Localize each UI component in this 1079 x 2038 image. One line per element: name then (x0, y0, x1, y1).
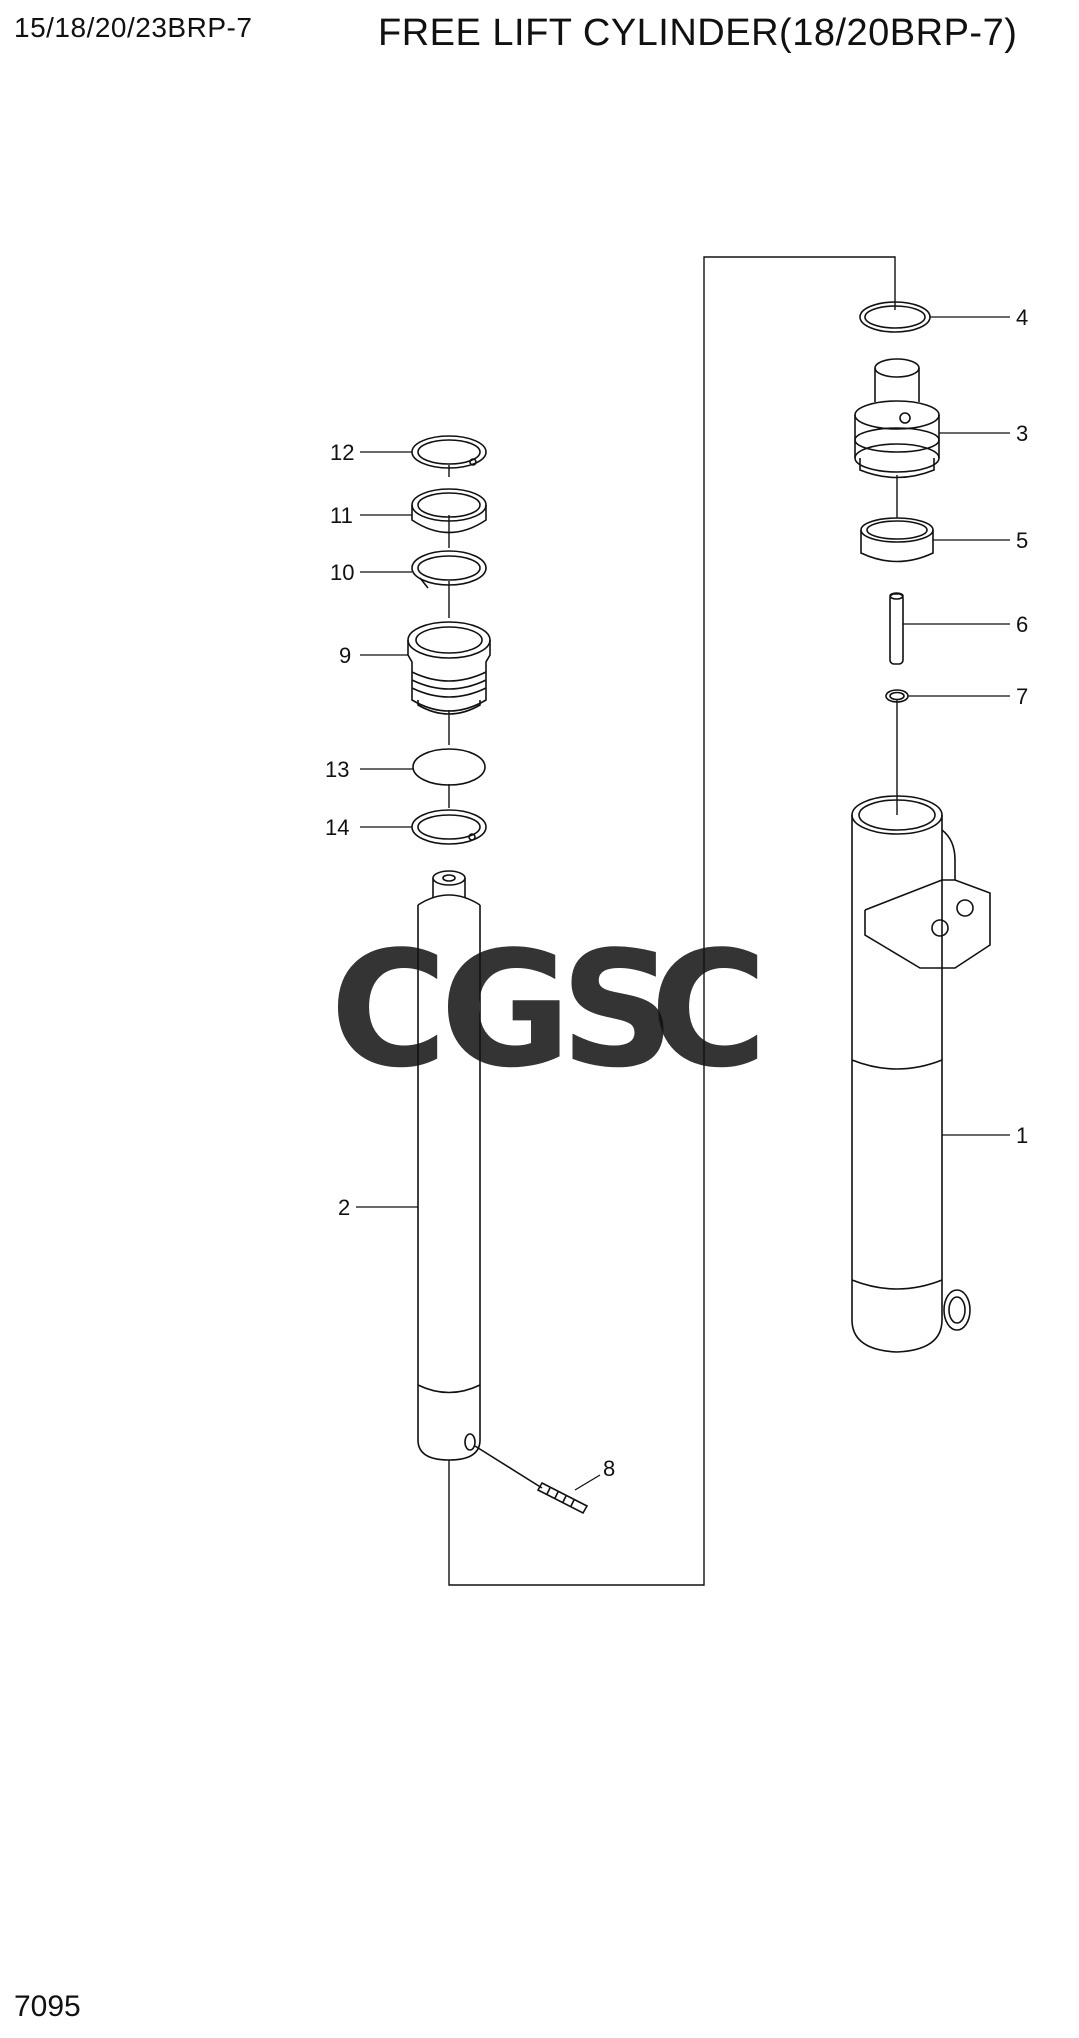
part-13-o-ring (412, 748, 486, 786)
part-8-set-screw (474, 1445, 589, 1515)
part-11-bushing (411, 488, 487, 534)
part-14-snap-ring (411, 809, 487, 845)
part-6-pin (889, 592, 904, 665)
callout-2: 2 (338, 1195, 350, 1220)
callout-10: 10 (330, 560, 354, 585)
watermark-letter-c1: C (330, 916, 447, 1103)
model-code: 15/18/20/23BRP-7 (14, 12, 253, 43)
callout-5: 5 (1016, 528, 1028, 553)
part-10-wear-ring (411, 550, 487, 589)
part-12-snap-ring (411, 435, 487, 469)
callout-14: 14 (325, 815, 349, 840)
part-7-snap-ring (885, 689, 909, 703)
callout-6: 6 (1016, 612, 1028, 637)
part-3-piston (854, 358, 940, 479)
callout-8: 8 (603, 1456, 615, 1481)
part-1-cylinder-tube (851, 795, 991, 1353)
callout-labels: 4 3 5 6 7 1 12 11 10 9 13 14 2 8 (325, 305, 1028, 1481)
watermark-letter-s: S (560, 916, 675, 1103)
callout-12: 12 (330, 440, 354, 465)
part-9-gland (407, 621, 491, 715)
callout-1: 1 (1016, 1123, 1028, 1148)
callout-13: 13 (325, 757, 349, 782)
page-title: FREE LIFT CYLINDER(18/20BRP-7) (378, 12, 1018, 54)
watermark-letter-g: G (440, 916, 571, 1103)
page-number: 7095 (14, 1990, 81, 2023)
watermark-letter-c2: C (650, 916, 767, 1103)
callout-11: 11 (330, 503, 353, 528)
callout-3: 3 (1016, 421, 1028, 446)
callout-4: 4 (1016, 305, 1028, 330)
part-5-bushing (860, 517, 934, 563)
callout-7: 7 (1016, 684, 1028, 709)
watermark-logo: C G S C (330, 916, 767, 1103)
callout-9: 9 (339, 643, 351, 668)
part-4-o-ring (859, 301, 931, 333)
leader-lines (356, 316, 1010, 1491)
